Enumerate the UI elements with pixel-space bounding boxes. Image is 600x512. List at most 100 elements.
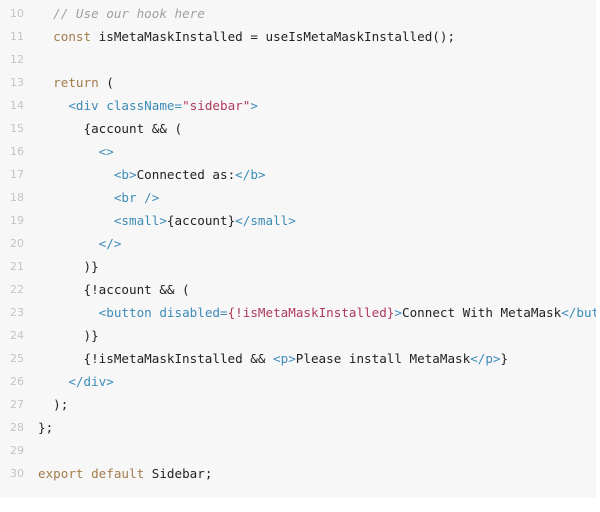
code-line[interactable]: 25 {!isMetaMaskInstalled && <p>Please in… xyxy=(0,347,596,370)
line-number: 22 xyxy=(10,283,24,296)
line-code: const isMetaMaskInstalled = useIsMetaMas… xyxy=(38,25,455,48)
line-number: 26 xyxy=(10,375,24,388)
keyword-token: export xyxy=(38,466,84,481)
code-text-token: Connect With MetaMask xyxy=(401,305,562,320)
line-number: 11 xyxy=(10,30,24,43)
code-line[interactable]: 27 ); xyxy=(0,393,596,416)
code-text-token: {account && ( xyxy=(38,121,183,136)
jsx-tag-token: </b> xyxy=(235,167,266,182)
line-number: 10 xyxy=(10,7,24,20)
line-code: ); xyxy=(38,393,68,416)
code-text-token: {!account && ( xyxy=(38,282,190,297)
line-code: )} xyxy=(38,255,99,278)
jsx-tag-token: <small> xyxy=(113,213,167,228)
code-line[interactable]: 13 return ( xyxy=(0,71,596,94)
line-number: 18 xyxy=(10,191,24,204)
code-line[interactable]: 14 <div className="sidebar"> xyxy=(0,94,596,117)
line-number: 17 xyxy=(10,168,24,181)
code-line[interactable]: 10 // Use our hook here xyxy=(0,2,596,25)
line-number: 25 xyxy=(10,352,24,365)
code-text-token xyxy=(38,167,114,182)
jsx-tag-token: > xyxy=(394,305,402,320)
code-text-token: )} xyxy=(38,259,99,274)
code-text-token: Sidebar; xyxy=(144,466,213,481)
code-text-token: {!isMetaMaskInstalled && xyxy=(38,351,274,366)
code-line[interactable]: 22 {!account && ( xyxy=(0,278,596,301)
code-text-token: ); xyxy=(38,397,69,412)
line-number: 15 xyxy=(10,122,24,135)
line-number: 30 xyxy=(10,467,24,480)
code-line[interactable]: 12 xyxy=(0,48,596,71)
code-line[interactable]: 17 <b>Connected as:</b> xyxy=(0,163,596,186)
jsx-tag-token: </> xyxy=(98,236,122,251)
keyword-token: return xyxy=(53,75,99,90)
jsx-tag-token: > xyxy=(250,98,258,113)
code-text-token xyxy=(38,305,99,320)
attribute-value-token: {!isMetaMaskInstalled} xyxy=(227,305,395,320)
line-number: 24 xyxy=(10,329,24,342)
line-number: 19 xyxy=(10,214,24,227)
code-text-token: {account} xyxy=(166,213,236,228)
code-line[interactable]: 16 <> xyxy=(0,140,596,163)
line-code: {!account && ( xyxy=(38,278,190,301)
code-line[interactable]: 29 xyxy=(0,439,596,462)
line-code: <button disabled={!isMetaMaskInstalled}>… xyxy=(38,301,596,324)
code-line[interactable]: 28}; xyxy=(0,416,596,439)
line-code: // Use our hook here xyxy=(38,2,205,25)
line-code: <> xyxy=(38,140,114,163)
code-text-token xyxy=(38,144,99,159)
code-text-token xyxy=(38,236,99,251)
line-number: 12 xyxy=(10,53,24,66)
line-code: {account && ( xyxy=(38,117,182,140)
code-line[interactable]: 18 <br /> xyxy=(0,186,596,209)
code-text-token xyxy=(38,98,68,113)
jsx-tag-token: <b> xyxy=(113,167,137,182)
jsx-tag-token: </p> xyxy=(470,351,501,366)
code-text-token xyxy=(38,29,53,44)
code-line[interactable]: 15 {account && ( xyxy=(0,117,596,140)
code-line[interactable]: 24 )} xyxy=(0,324,596,347)
line-number: 27 xyxy=(10,398,24,411)
code-text-token xyxy=(38,374,68,389)
jsx-tag-token: <br /> xyxy=(113,190,160,205)
jsx-tag-token: <> xyxy=(98,144,114,159)
line-code: return ( xyxy=(38,71,114,94)
line-code: {!isMetaMaskInstalled && <p>Please insta… xyxy=(38,347,508,370)
comment-token: // Use our hook here xyxy=(53,6,205,21)
code-line[interactable]: 23 <button disabled={!isMetaMaskInstalle… xyxy=(0,301,596,324)
line-code: export default Sidebar; xyxy=(38,462,212,485)
jsx-tag-token: <p> xyxy=(273,351,296,366)
line-number: 29 xyxy=(10,444,24,457)
line-code: <small>{account}</small> xyxy=(38,209,296,232)
keyword-token: default xyxy=(91,466,145,481)
code-text-token: Connected as: xyxy=(136,167,236,182)
line-code: <br /> xyxy=(38,186,160,209)
code-line[interactable]: 20 </> xyxy=(0,232,596,255)
line-number: 21 xyxy=(10,260,24,273)
line-number: 13 xyxy=(10,76,24,89)
code-text-token: } xyxy=(500,351,509,366)
line-number: 16 xyxy=(10,145,24,158)
code-text-token xyxy=(38,6,53,21)
code-text-token: )} xyxy=(38,328,99,343)
jsx-tag-token: <div className= xyxy=(68,98,183,113)
code-line[interactable]: 19 <small>{account}</small> xyxy=(0,209,596,232)
jsx-tag-token: </small> xyxy=(235,213,296,228)
code-line[interactable]: 11 const isMetaMaskInstalled = useIsMeta… xyxy=(0,25,596,48)
line-code: <b>Connected as:</b> xyxy=(38,163,266,186)
line-code: }; xyxy=(38,416,53,439)
code-line[interactable]: 30 export default Sidebar; xyxy=(0,462,596,485)
line-code: )} xyxy=(38,324,99,347)
line-code: </div> xyxy=(38,370,114,393)
code-text-token: isMetaMaskInstalled = useIsMetaMaskInsta… xyxy=(91,29,456,44)
line-number: 20 xyxy=(10,237,24,250)
jsx-tag-token: </button> xyxy=(561,305,596,320)
jsx-tag-token: </div> xyxy=(68,374,114,389)
code-line[interactable]: 26 </div> xyxy=(0,370,596,393)
line-number: 14 xyxy=(10,99,24,112)
code-text-token xyxy=(38,190,114,205)
code-line[interactable]: 21 )} xyxy=(0,255,596,278)
code-text-token xyxy=(84,466,92,481)
attribute-value-token: "sidebar" xyxy=(182,98,251,113)
